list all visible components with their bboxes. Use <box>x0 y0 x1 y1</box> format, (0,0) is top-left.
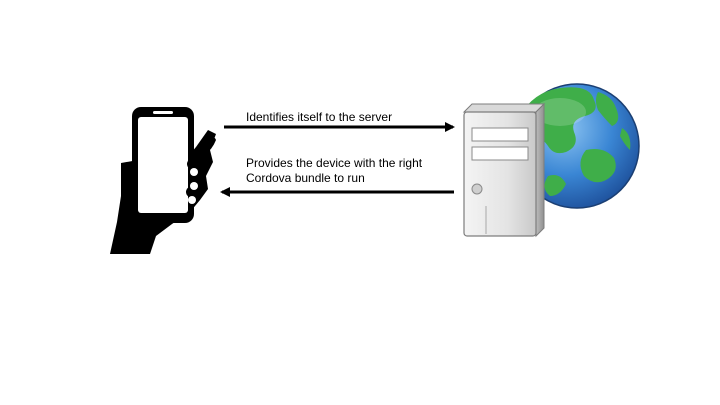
response-label-line1: Provides the device with the right <box>246 156 423 170</box>
server-tower-icon <box>462 102 546 238</box>
hand-holding-phone-icon <box>110 107 216 254</box>
request-label: Identifies itself to the server <box>246 110 393 124</box>
response-label: Provides the device with the right Cordo… <box>246 156 422 186</box>
response-label-line2: Cordova bundle to run <box>246 171 365 185</box>
